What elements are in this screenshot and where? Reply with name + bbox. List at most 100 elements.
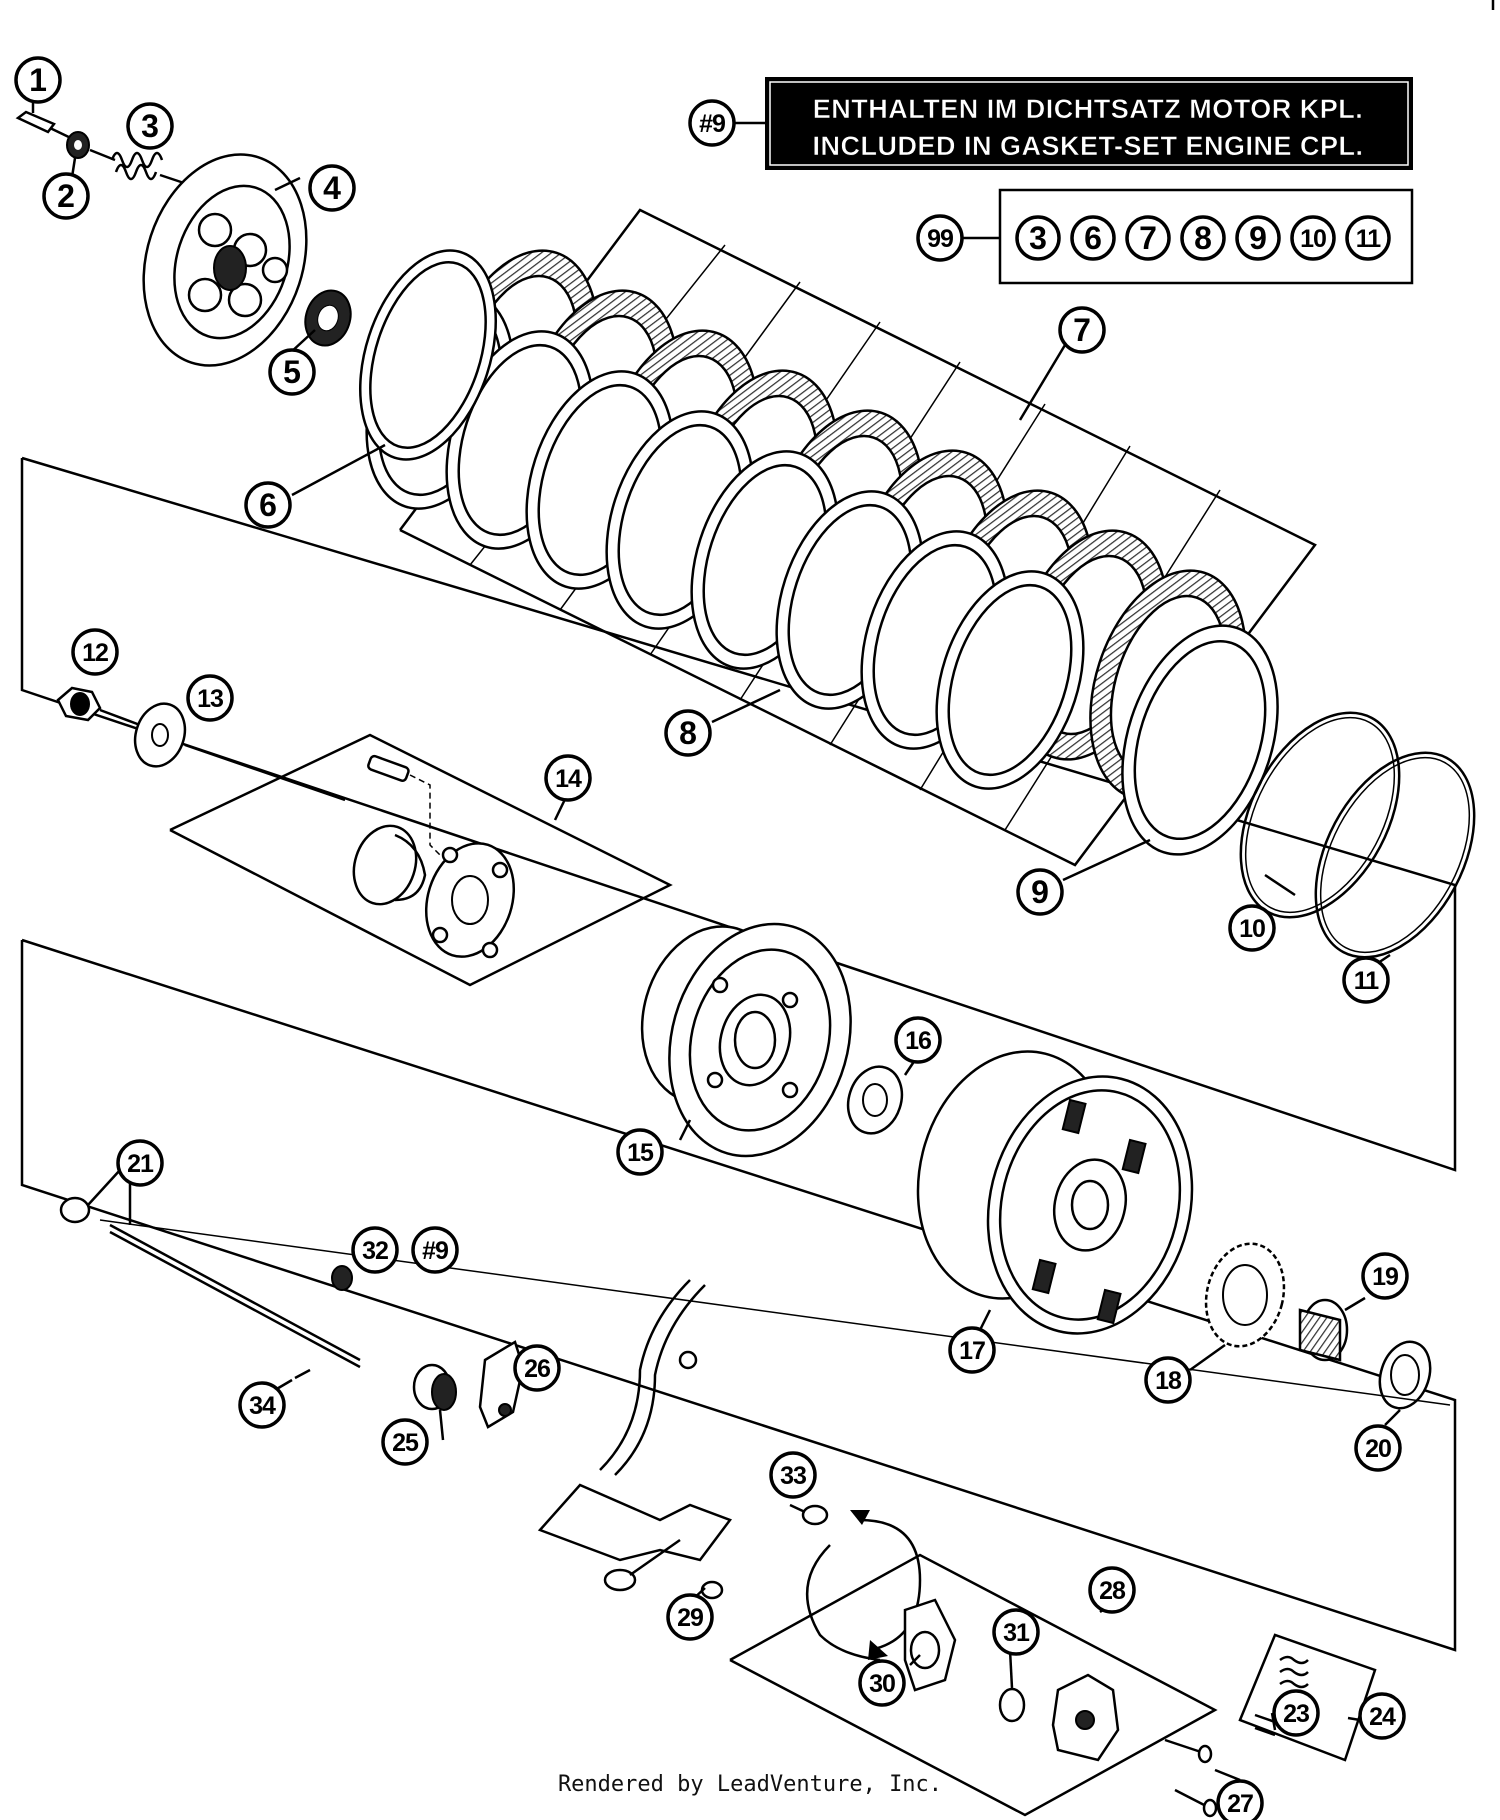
steel-disc-first [358, 249, 498, 461]
svg-text:27: 27 [1227, 1790, 1253, 1818]
pin-34 [274, 1368, 311, 1392]
svg-text:25: 25 [392, 1429, 419, 1457]
svg-text:13: 13 [197, 685, 223, 713]
callout-26: 26 [513, 1344, 561, 1392]
svg-text:2: 2 [57, 178, 75, 214]
svg-text:29: 29 [677, 1604, 703, 1632]
gasket-note-box [765, 77, 1413, 170]
svg-text:14: 14 [555, 765, 582, 793]
svg-text:23: 23 [1283, 1700, 1309, 1728]
bearing-5 [304, 289, 352, 347]
callout-1: 1 [14, 56, 62, 104]
callout-5: 5 [268, 348, 316, 396]
callout-30: 30 [858, 1659, 906, 1707]
bolt-1 [15, 110, 76, 142]
svg-text:33: 33 [780, 1462, 806, 1490]
callout-2: 2 [42, 172, 90, 220]
kit-item: 3 [1029, 220, 1047, 256]
callout-27: 27 [1216, 1779, 1264, 1820]
callout-25: 25 [381, 1418, 429, 1466]
callout-29: 29 [666, 1593, 714, 1641]
svg-text:28: 28 [1099, 1577, 1126, 1605]
callout-14: 14 [544, 754, 592, 802]
release-assembly-14 [352, 754, 516, 959]
svg-text:19: 19 [1372, 1263, 1398, 1291]
svg-text:11: 11 [1354, 967, 1380, 995]
callout-23: 23 [1272, 1689, 1320, 1737]
bushing-25 [412, 1363, 457, 1411]
gear-18 [1204, 1242, 1286, 1348]
callout-17: 17 [948, 1326, 996, 1374]
gasket-note-line1: ENTHALTEN IM DICHTSATZ MOTOR KPL. [813, 94, 1363, 124]
callout-18: 18 [1144, 1356, 1192, 1404]
gasket-note-line2: INCLUDED IN GASKET-SET ENGINE CPL. [812, 131, 1363, 161]
svg-text:#9: #9 [422, 1237, 448, 1265]
lever-29 [537, 1279, 733, 1600]
inner-hub-15 [640, 922, 852, 1158]
o-ring-11 [1314, 751, 1476, 959]
slave-body-28 [1051, 1673, 1120, 1762]
svg-text:8: 8 [679, 715, 697, 751]
dowel-33 [801, 1504, 829, 1526]
steel-disc [935, 570, 1085, 790]
pressure-plate-4 [142, 153, 308, 367]
gasket-note-ref: #9 [699, 110, 725, 138]
kit-item: 10 [1300, 225, 1326, 253]
callout-11: 11 [1342, 956, 1390, 1004]
svg-text:10: 10 [1239, 915, 1265, 943]
screws-27 [1164, 1738, 1218, 1818]
kit-item: 6 [1084, 220, 1102, 256]
gasket-note: ENTHALTEN IM DICHTSATZ MOTOR KPL. INCLUD… [688, 77, 1413, 170]
kit-item: 11 [1356, 225, 1382, 253]
callout-16: 16 [894, 1016, 942, 1064]
svg-text:12: 12 [82, 639, 108, 667]
kit-contents: 3 6 7 8 9 10 11 [1015, 215, 1391, 261]
kit-item: 8 [1194, 220, 1212, 256]
push-rod-21 [59, 1169, 361, 1369]
callout-7: 7 [1058, 306, 1106, 354]
svg-text:18: 18 [1155, 1367, 1182, 1395]
svg-text:20: 20 [1365, 1435, 1391, 1463]
svg-text:31: 31 [1003, 1619, 1030, 1647]
washer-13 [133, 702, 346, 802]
callout-6: 6 [244, 481, 292, 529]
callout-32-ref: #9 [411, 1226, 459, 1274]
svg-text:4: 4 [323, 170, 341, 206]
svg-text:7: 7 [1073, 312, 1091, 348]
svg-text:34: 34 [249, 1392, 276, 1420]
repair-kit-frame [1238, 1633, 1377, 1762]
callout-15: 15 [616, 1128, 664, 1176]
svg-text:17: 17 [959, 1337, 985, 1365]
callout-19: 19 [1361, 1252, 1409, 1300]
callout-12: 12 [71, 628, 119, 676]
callout-9: 9 [1016, 868, 1064, 916]
repair-kit-23 [1254, 1655, 1309, 1737]
svg-text:26: 26 [524, 1355, 550, 1383]
svg-text:5: 5 [283, 354, 301, 390]
kit-box: 99 3 6 7 8 9 10 11 [916, 188, 1414, 285]
needle-bearing-19 [1298, 1298, 1349, 1362]
slave-cylinder-frame [729, 1553, 1218, 1817]
washer-20 [1378, 1340, 1432, 1410]
footer-credit: Rendered by LeadVenture, Inc. [557, 1772, 943, 1797]
svg-text:9: 9 [1031, 874, 1049, 910]
svg-text:6: 6 [259, 487, 277, 523]
kit-item: 7 [1139, 220, 1157, 256]
outer-basket-17 [916, 1050, 1194, 1335]
o-ring-31 [998, 1687, 1026, 1723]
callout-21: 21 [116, 1139, 164, 1187]
steel-disc-last [1121, 624, 1279, 856]
svg-text:3: 3 [141, 108, 159, 144]
kit-item: 9 [1249, 220, 1267, 256]
callouts: 1 2 3 4 5 6 7 8 9 10 11 12 13 14 15 16 1… [14, 56, 1409, 1820]
kit-box-frame [998, 188, 1414, 285]
spring-3 [110, 151, 191, 187]
slave-cylinder-30 [903, 1598, 957, 1692]
callout-3: 3 [126, 102, 174, 150]
svg-text:1: 1 [29, 62, 47, 98]
callout-28: 28 [1088, 1566, 1136, 1614]
thrust-washer-16 [846, 1065, 904, 1135]
svg-text:15: 15 [627, 1139, 654, 1167]
bracket-26 [478, 1340, 525, 1429]
